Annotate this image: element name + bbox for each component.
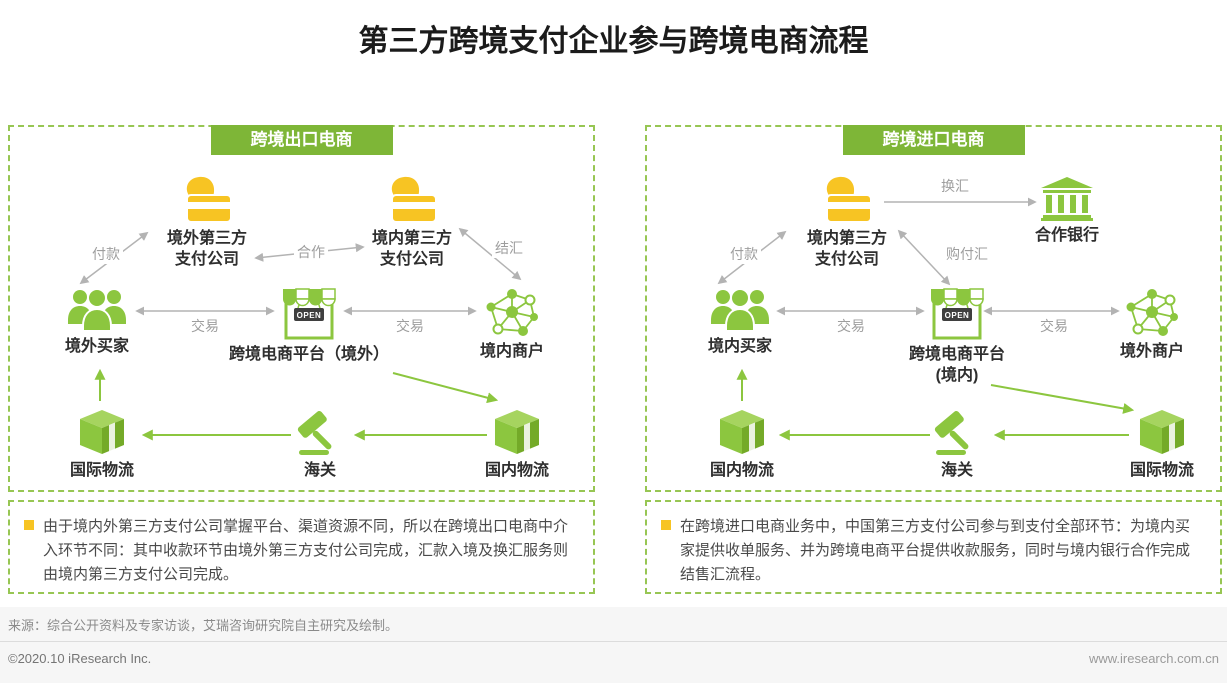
panel-export: 跨境出口电商 付款 合作 结汇 交易 交易 xyxy=(8,125,595,492)
node-label: 境内第三方支付公司 xyxy=(806,230,887,268)
gavel-icon xyxy=(934,410,969,455)
note-bullet xyxy=(24,520,34,530)
panel-import-header: 跨境进口电商 xyxy=(842,125,1025,155)
settle-arrow xyxy=(458,227,522,281)
node-domestic-payment: 境内第三方支付公司 xyxy=(803,174,891,271)
node-intl-logistics: 国际物流 xyxy=(70,408,134,482)
export-note-box: 由于境内外第三方支付公司掌握平台、渠道资源不同，所以在跨境出口电商中介入环节不同… xyxy=(8,500,595,594)
payment-card-icon xyxy=(391,176,437,223)
package-box-icon xyxy=(79,410,124,454)
note-bullet xyxy=(661,520,671,530)
node-platform: OPEN 跨境电商平台（境外） xyxy=(229,286,389,366)
node-label: 国内物流 xyxy=(709,462,775,479)
import-wires-svg xyxy=(717,197,1135,441)
import-note-box: 在跨境进口电商业务中，中国第三方支付公司参与到支付全部环节：为境内买家提供收单服… xyxy=(645,500,1222,594)
node-label: 合作银行 xyxy=(1034,227,1100,244)
node-overseas-merchant: 境外商户 xyxy=(1120,287,1184,363)
edge-label-settle: 结汇 xyxy=(492,238,526,258)
node-platform: OPEN 跨境电商平台(境内) xyxy=(907,286,1007,387)
node-label: 跨境电商平台(境内) xyxy=(908,346,1005,384)
node-domestic-logistics: 国内物流 xyxy=(710,408,774,482)
node-label: 境外第三方支付公司 xyxy=(166,230,247,268)
node-label: 海关 xyxy=(940,462,973,479)
node-customs: 海关 xyxy=(932,410,982,482)
node-label: 国内物流 xyxy=(484,462,550,479)
edge-label-pay: 付款 xyxy=(727,244,761,264)
payment-card-icon xyxy=(186,176,232,223)
package-box-icon xyxy=(719,410,764,454)
node-label: 境内买家 xyxy=(707,338,773,355)
footer-band xyxy=(0,607,1227,683)
purchase-fx-arrow xyxy=(897,229,951,286)
edge-label-cooperate: 合作 xyxy=(294,242,328,262)
node-domestic-merchant: 境内商户 xyxy=(480,287,544,363)
node-partner-bank: 合作银行 xyxy=(1035,177,1099,247)
edge-label-trade-1: 交易 xyxy=(191,318,219,334)
node-intl-logistics: 国际物流 xyxy=(1130,408,1194,482)
storefront-icon: OPEN xyxy=(282,288,336,340)
gavel-icon xyxy=(297,410,332,455)
node-label: 跨境电商平台（境外） xyxy=(228,346,390,363)
copyright-text: ©2020.10 iResearch Inc. xyxy=(8,651,152,666)
node-customs: 海关 xyxy=(295,410,345,482)
node-domestic-logistics: 国内物流 xyxy=(485,408,549,482)
note-text: 由于境内外第三方支付公司掌握平台、渠道资源不同，所以在跨境出口电商中介入环节不同… xyxy=(43,518,569,583)
node-label: 国际物流 xyxy=(1129,462,1195,479)
footer-divider xyxy=(0,641,1227,642)
edge-label-pay: 付款 xyxy=(89,244,123,264)
platform-to-domestic-logistics-arrow xyxy=(392,372,499,404)
network-nodes-icon xyxy=(486,289,538,336)
node-domestic-payment: 境内第三方支付公司 xyxy=(368,174,456,271)
panel-import: 跨境进口电商 付款 换汇 购付汇 交易 交易 xyxy=(645,125,1222,492)
panel-export-header: 跨境出口电商 xyxy=(210,125,393,155)
edge-label-exchange: 换汇 xyxy=(941,178,969,194)
edge-label-trade-2: 交易 xyxy=(396,318,424,334)
people-group-icon xyxy=(67,288,126,332)
open-sign-label: OPEN xyxy=(945,311,970,320)
node-domestic-buyer: 境内买家 xyxy=(708,286,772,358)
open-sign-label: OPEN xyxy=(297,311,322,320)
people-group-icon xyxy=(710,288,769,332)
node-label: 海关 xyxy=(303,462,336,479)
edge-label-trade-1: 交易 xyxy=(837,318,865,334)
package-box-icon xyxy=(1139,410,1184,454)
page-title: 第三方跨境支付企业参与跨境电商流程 xyxy=(358,25,869,58)
node-label: 境外商户 xyxy=(1119,343,1185,360)
source-note: 来源：综合公开资料及专家访谈，艾瑞咨询研究院自主研究及绘制。 xyxy=(8,618,399,633)
node-label: 境内第三方支付公司 xyxy=(371,230,452,268)
node-overseas-buyer: 境外买家 xyxy=(65,286,129,358)
node-overseas-payment: 境外第三方支付公司 xyxy=(163,174,251,271)
node-label: 国际物流 xyxy=(69,462,135,479)
node-label: 境内商户 xyxy=(479,343,545,360)
network-nodes-icon xyxy=(1126,289,1178,336)
platform-to-intl-logistics-arrow xyxy=(990,384,1135,414)
package-box-icon xyxy=(494,410,539,454)
note-text: 在跨境进口电商业务中，中国第三方支付公司参与到支付全部环节：为境内买家提供收单服… xyxy=(680,518,1191,583)
edge-label-trade-2: 交易 xyxy=(1040,318,1068,334)
payment-card-icon xyxy=(826,176,872,223)
website-text: www.iresearch.com.cn xyxy=(1088,651,1219,666)
bank-icon xyxy=(1040,177,1093,221)
node-label: 境外买家 xyxy=(64,338,130,355)
edge-label-purchase-fx: 购付汇 xyxy=(943,244,991,264)
storefront-icon: OPEN xyxy=(931,288,984,340)
